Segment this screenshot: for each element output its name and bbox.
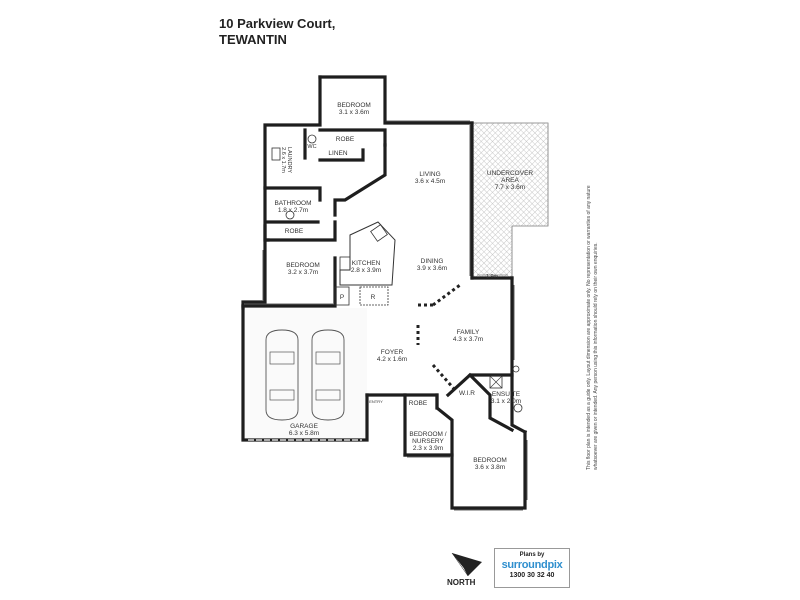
dimension-label: 1.9m xyxy=(486,274,499,280)
ensuite-toilet-icon xyxy=(512,365,520,373)
linen-label: LINEN xyxy=(328,150,347,157)
ensuite-basin-icon xyxy=(513,403,523,413)
dimension-marker: 1.9m xyxy=(477,274,508,280)
toilet-icon xyxy=(307,134,317,144)
family-name: FAMILY xyxy=(457,329,480,336)
brand-logo-part-2: oundpix xyxy=(521,559,563,571)
dining-name: DINING xyxy=(421,258,444,265)
window-lines xyxy=(245,120,528,511)
laundry-name: LAUNDRY xyxy=(286,147,292,174)
address-line-1: 10 Parkview Court, xyxy=(219,16,336,31)
garage-name: GARAGE xyxy=(290,423,318,430)
address-line-2: TEWANTIN xyxy=(219,32,287,47)
plans-by-badge: Plans by surroundpix 1300 30 32 40 xyxy=(494,548,570,588)
entry-label: ENTRY xyxy=(369,399,383,404)
north-label: NORTH xyxy=(447,578,476,587)
ensuite-name: ENSUITE xyxy=(492,391,521,398)
bedroom-left-size: 3.2 x 3.7m xyxy=(288,269,318,276)
undercover-name-2: AREA xyxy=(501,177,519,184)
nursery-name-2: NURSERY xyxy=(412,438,444,445)
property-address: 10 Parkview Court, TEWANTIN xyxy=(219,16,335,48)
kitchen-bench xyxy=(334,221,396,306)
kitchen-name: KITCHEN xyxy=(352,260,381,267)
foyer-size: 4.2 x 1.6m xyxy=(377,356,407,363)
kitchen-size: 2.8 x 3.9m xyxy=(351,267,381,274)
robe-nursery-label: ROBE xyxy=(409,400,428,407)
dining-size: 3.9 x 3.6m xyxy=(417,265,447,272)
laundry-size: 2.6 x 1.7m xyxy=(280,147,286,173)
nursery-size: 2.3 x 3.9m xyxy=(413,445,443,452)
undercover-area xyxy=(471,122,549,279)
plans-by-label: Plans by xyxy=(519,552,545,558)
living-size: 3.6 x 4.5m xyxy=(415,178,445,185)
bedroom-top-name: BEDROOM xyxy=(337,102,371,109)
bedroom-main-size: 3.6 x 3.8m xyxy=(475,464,505,471)
basin-icon xyxy=(285,210,295,220)
cooktop-icon xyxy=(339,256,351,271)
wir-label: W.I.R xyxy=(459,390,475,397)
shower-icon xyxy=(489,375,503,389)
room-labels: BEDROOM 3.1 x 3.6m ROBE WC LINEN LAUNDRY… xyxy=(274,102,533,471)
undercover-name: UNDERCOVER xyxy=(487,170,534,177)
brand-logo-part-1: surr xyxy=(501,559,523,571)
sink-icon xyxy=(370,224,388,242)
bedroom-main-name: BEDROOM xyxy=(473,457,507,464)
pantry-label: P xyxy=(340,294,344,301)
wc-label: WC xyxy=(307,144,316,150)
foyer-name: FOYER xyxy=(381,349,404,356)
family-opening xyxy=(416,283,461,391)
undercover-size: 7.7 x 3.6m xyxy=(495,184,525,191)
north-arrow-icon xyxy=(451,552,482,577)
bedroom-left-name: BEDROOM xyxy=(286,262,320,269)
bedroom-top-size: 3.1 x 3.6m xyxy=(339,109,369,116)
robe-left-label: ROBE xyxy=(285,228,304,235)
bathroom-size: 1.8 x 2.7m xyxy=(278,207,308,214)
car-icon xyxy=(311,329,345,421)
ensuite-size: 3.1 x 2.0m xyxy=(491,398,521,405)
fridge-label: R xyxy=(371,294,376,301)
brand-logo: surroundpix xyxy=(495,559,569,571)
garage-floor xyxy=(243,308,367,440)
laundry-tub-icon xyxy=(271,147,281,161)
disclaimer-text: This floor plan is intended as a guide o… xyxy=(586,185,599,470)
garage-size: 6.3 x 5.8m xyxy=(289,430,319,437)
living-name: LIVING xyxy=(419,171,440,178)
robe-top-label: ROBE xyxy=(336,136,355,143)
nursery-name: BEDROOM / xyxy=(409,431,446,438)
walls xyxy=(241,75,528,510)
phone-number: 1300 30 32 40 xyxy=(509,572,555,579)
car-icon xyxy=(265,329,299,421)
bathroom-name: BATHROOM xyxy=(274,200,311,207)
family-size: 4.3 x 3.7m xyxy=(453,336,483,343)
